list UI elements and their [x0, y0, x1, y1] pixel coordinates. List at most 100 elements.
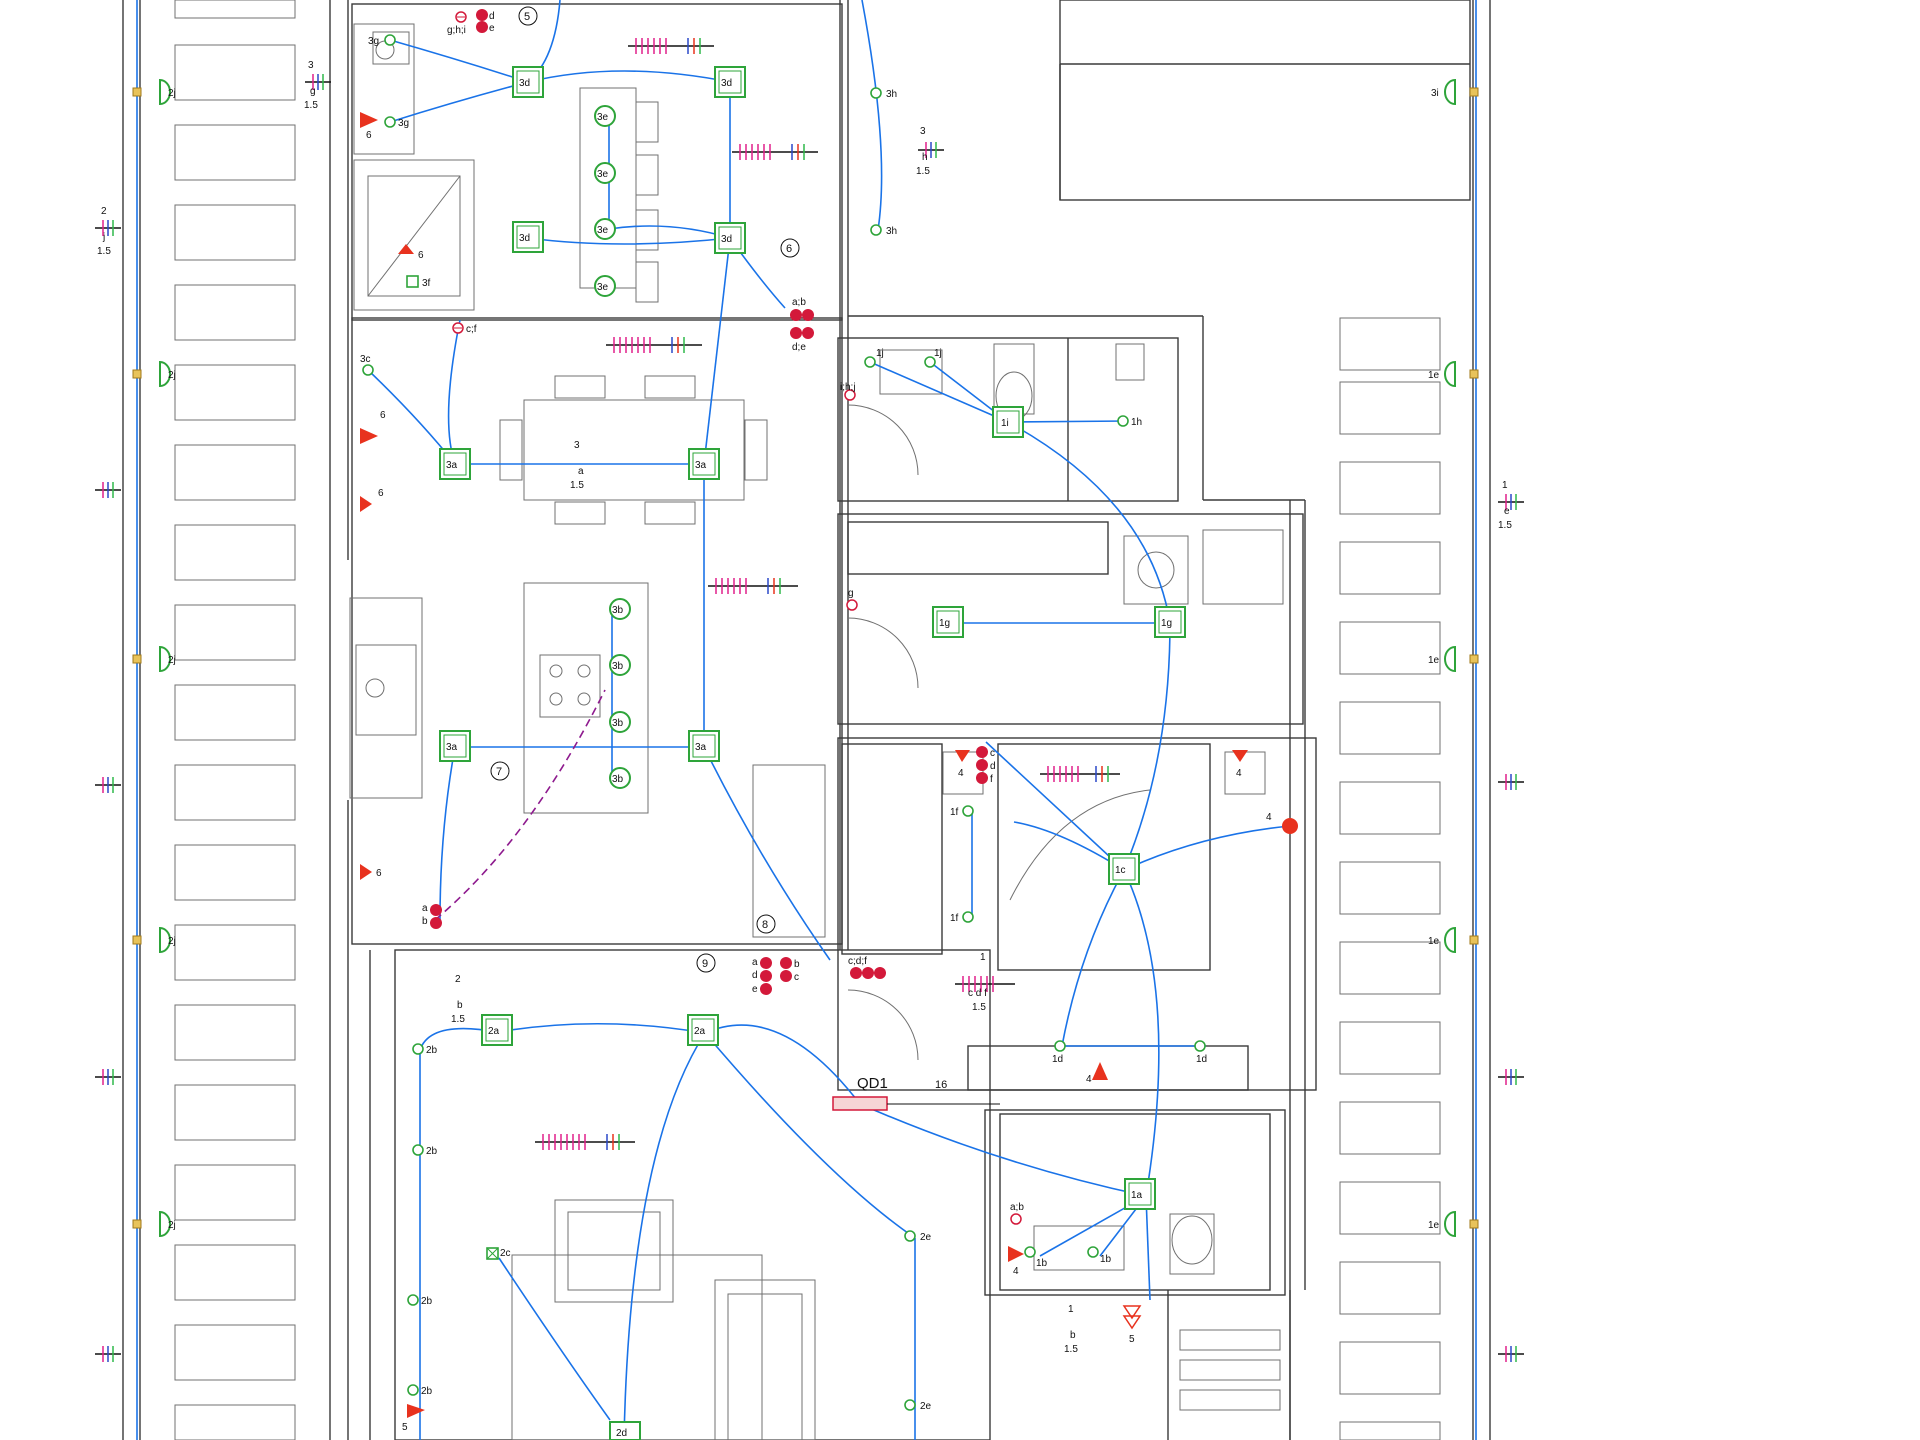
board-label: QD1	[857, 1075, 888, 1092]
svg-text:2j: 2j	[168, 655, 176, 666]
svg-text:6: 6	[418, 250, 424, 261]
svg-text:2j: 2j	[168, 88, 176, 99]
svg-text:5: 5	[1129, 1334, 1135, 1345]
svg-text:2b: 2b	[421, 1386, 433, 1397]
wall-appliques[interactable]: 2j 2j 2j 2j 2j 3i 1e 1e 1e 1e	[132, 78, 1479, 1238]
svg-text:3c: 3c	[360, 354, 371, 365]
svg-text:g: g	[310, 86, 316, 97]
luminaire-3a: 3a	[439, 448, 471, 480]
svg-text:3a: 3a	[446, 460, 458, 471]
svg-text:3a: 3a	[695, 460, 707, 471]
luminaire-2d: 2d	[609, 1421, 641, 1440]
svg-text:3h: 3h	[886, 89, 897, 100]
svg-text:3: 3	[308, 60, 314, 71]
svg-text:c;d;f: c;d;f	[848, 956, 867, 967]
svg-text:f: f	[990, 774, 993, 785]
light-point-2e: 2e	[904, 1230, 932, 1243]
light-point-1b: 1b	[1087, 1246, 1112, 1265]
svg-text:3h: 3h	[886, 226, 897, 237]
annotation: 2b1.5	[451, 974, 465, 1025]
socket-6: 6	[360, 112, 378, 141]
svg-text:1.5: 1.5	[570, 480, 584, 491]
furniture	[174, 0, 1441, 1440]
svg-text:c: c	[990, 748, 995, 759]
svg-text:2e: 2e	[920, 1401, 932, 1412]
luminaire-1i: 1i	[992, 406, 1024, 438]
svg-text:1e: 1e	[1428, 370, 1440, 381]
spotlight-3e: 3e	[594, 105, 616, 127]
svg-text:8: 8	[762, 919, 768, 931]
socket-6: 6	[398, 244, 424, 261]
svg-text:5: 5	[402, 1422, 408, 1433]
light-point-1j: 1j	[924, 348, 942, 368]
svg-text:e: e	[1504, 506, 1510, 517]
svg-text:b: b	[422, 916, 428, 927]
applique-2j: 2j	[132, 78, 176, 106]
light-point-1f: 1f	[950, 805, 974, 818]
svg-text:1: 1	[1068, 1304, 1074, 1315]
light-points[interactable]: 3g 3g 3h 3h 3c 1j 1j 1h 1f 1f 2b 2b 2b 2…	[360, 34, 1207, 1412]
luminaire-1g: 1g	[1154, 606, 1186, 638]
svg-text:a: a	[752, 957, 758, 968]
svg-text:1: 1	[980, 952, 986, 963]
svg-text:3a: 3a	[695, 742, 707, 753]
sockets[interactable]: 6 6 6 6 6 4 4 4 4 4 5 5	[360, 112, 1298, 1433]
svg-text:1: 1	[1502, 480, 1508, 491]
svg-text:4: 4	[1236, 768, 1242, 779]
switch-ab: a;b	[790, 297, 814, 321]
svg-text:3b: 3b	[612, 774, 624, 785]
spotlights[interactable]: 3e 3e 3e 3e 3b 3b 3b 3b	[594, 105, 631, 789]
spotlight-3b: 3b	[609, 598, 631, 620]
svg-text:3: 3	[920, 126, 926, 137]
distribution-board[interactable]: QD1 16	[832, 1075, 1000, 1111]
luminaire-2a: 2a	[687, 1014, 719, 1046]
svg-text:3a: 3a	[446, 742, 458, 753]
luminaires[interactable]: 3d 3d 3d 3d 3a 3a 3a 3a 1i 1g 1g 1c 2a 2…	[439, 66, 1186, 1440]
light-point-1b: 1b	[1024, 1246, 1048, 1269]
luminaire-3d: 3d	[512, 221, 544, 253]
svg-text:3d: 3d	[519, 233, 530, 244]
svg-text:d;e: d;e	[792, 342, 806, 353]
light-point-2b: 2b	[407, 1294, 433, 1307]
circuit-bubble: 5	[518, 6, 538, 26]
applique-2j: 2j	[132, 926, 176, 954]
svg-text:1.5: 1.5	[1498, 520, 1512, 531]
svg-text:3b: 3b	[612, 718, 624, 729]
annotation: 1 e 1.5	[1498, 480, 1512, 531]
extras[interactable]: 3f 2c	[406, 275, 511, 1260]
switch-ihj: i;h;j	[840, 382, 856, 401]
svg-text:2: 2	[455, 974, 461, 985]
svg-text:9: 9	[702, 958, 708, 970]
applique-1e: 1e	[1428, 360, 1479, 388]
annotation: 1c d f1.5	[968, 952, 987, 1013]
svg-text:i;h;j: i;h;j	[840, 382, 856, 393]
svg-text:7: 7	[496, 766, 502, 778]
svg-text:2d: 2d	[616, 1428, 627, 1439]
svg-text:1f: 1f	[950, 913, 959, 924]
svg-text:3i: 3i	[1431, 88, 1439, 99]
svg-text:h: h	[922, 152, 928, 163]
switches[interactable]: g;h;i c;f a;b d;e i;h;j g cdf ab c;d;f a…	[422, 9, 1024, 1225]
parking-right	[1339, 317, 1441, 1440]
svg-text:1i: 1i	[1001, 418, 1009, 429]
luminaire-3d: 3d	[512, 66, 544, 98]
spotlight-3b: 3b	[609, 654, 631, 676]
luminaire-3a: 3a	[688, 730, 720, 762]
luminaire-1g: 1g	[932, 606, 964, 638]
circuit-bubbles: 5 6 7 8 9	[490, 6, 800, 973]
spotlight-3e: 3e	[594, 275, 616, 297]
svg-text:1.5: 1.5	[916, 166, 930, 177]
svg-text:1c: 1c	[1115, 865, 1126, 876]
svg-text:a: a	[422, 903, 428, 914]
spotlight-3b: 3b	[609, 767, 631, 789]
svg-text:b: b	[794, 959, 800, 970]
svg-text:6: 6	[366, 130, 372, 141]
svg-text:2j: 2j	[168, 370, 176, 381]
applique-2j: 2j	[132, 360, 176, 388]
socket-6: 6	[360, 864, 382, 880]
svg-text:3d: 3d	[721, 78, 732, 89]
light-point-2b: 2b	[412, 1043, 438, 1056]
svg-text:3f: 3f	[422, 278, 431, 289]
light-point-2b: 2b	[412, 1144, 438, 1157]
switch-de: d;e	[790, 327, 814, 353]
